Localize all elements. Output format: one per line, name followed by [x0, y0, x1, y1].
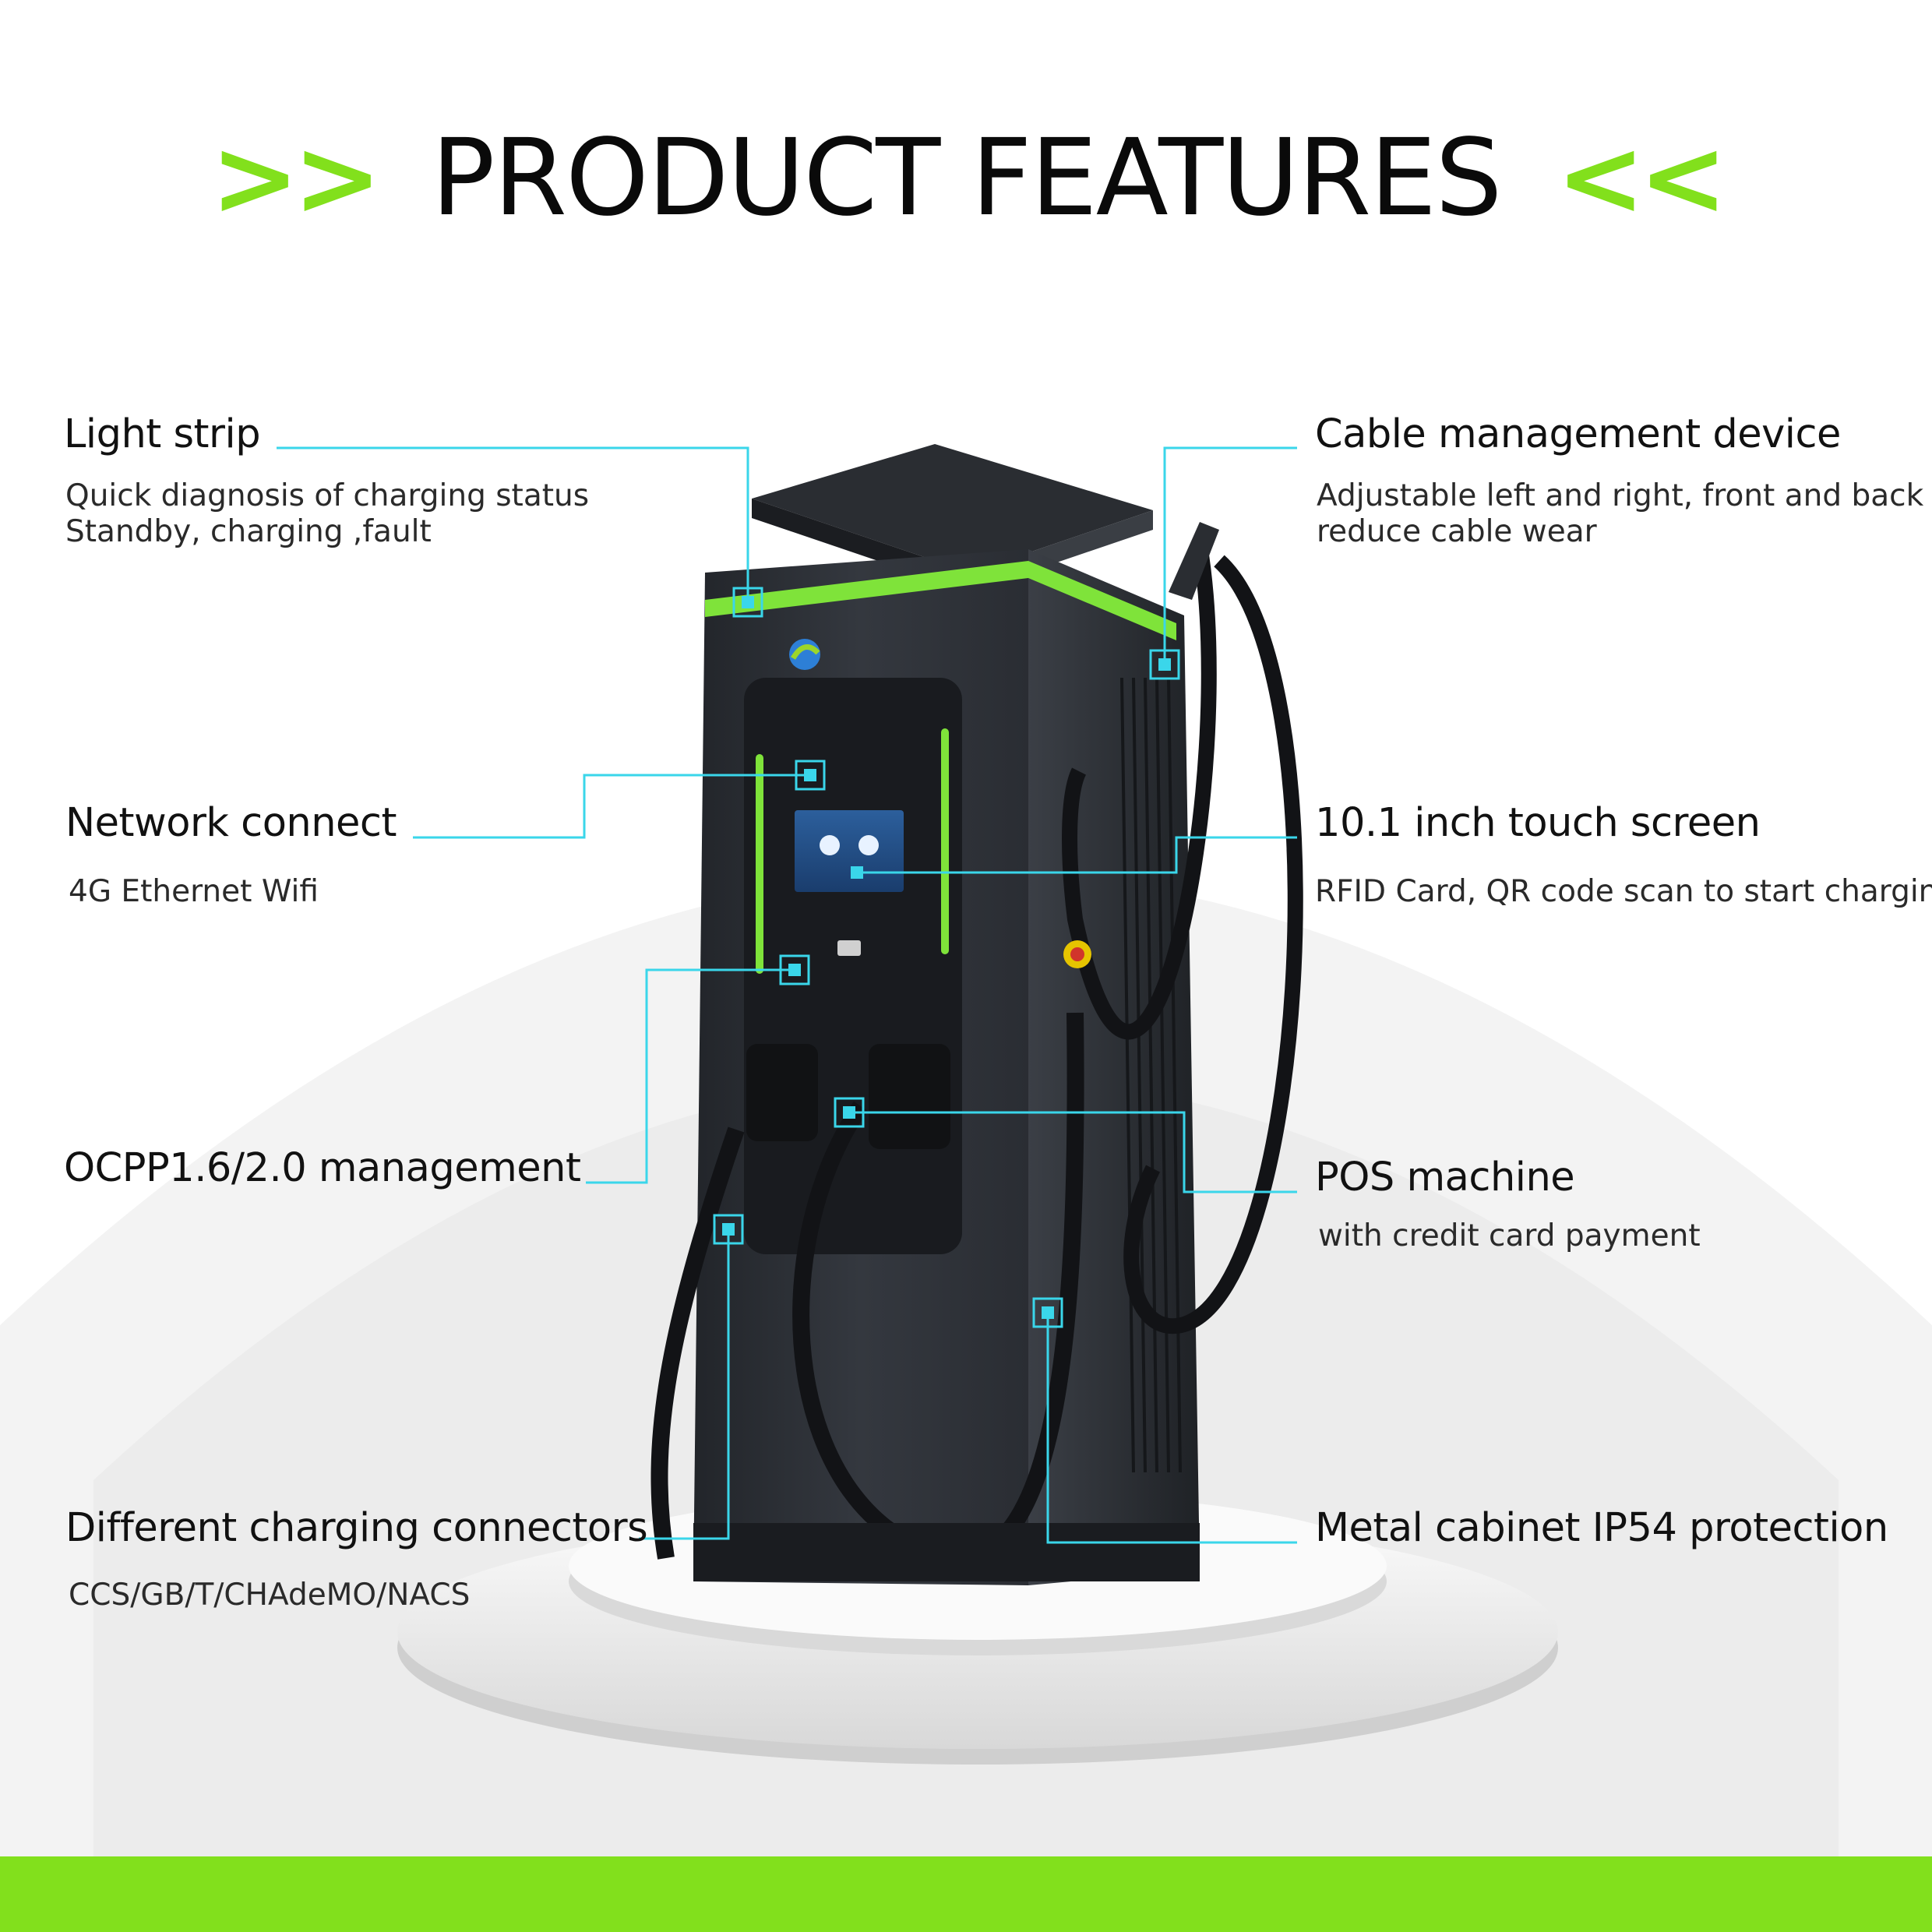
feature-title-network-connect: Network connect	[65, 800, 397, 846]
title-prefix-arrows: >>	[210, 117, 382, 240]
feature-title-touch-screen: 10.1 inch touch screen	[1315, 800, 1761, 846]
feature-title-ocpp: OCPP1.6/2.0 management	[64, 1145, 581, 1191]
title-suffix-arrows: <<	[1556, 117, 1728, 240]
feature-title-charging-connectors: Different charging connectors	[65, 1505, 648, 1551]
feature-title-cable-management: Cable management device	[1315, 411, 1841, 457]
feature-desc-network-connect: 4G Ethernet Wifi	[69, 874, 319, 909]
feature-desc-cable-management-1: Adjustable left and right, front and bac…	[1317, 478, 1932, 513]
title-text: PRODUCT FEATURES	[431, 117, 1502, 240]
feature-desc-light-strip-1: Quick diagnosis of charging status	[65, 478, 590, 513]
feature-desc-cable-management-2: reduce cable wear	[1317, 514, 1597, 549]
feature-title-metal-cabinet: Metal cabinet IP54 protection	[1315, 1505, 1888, 1551]
feature-title-light-strip: Light strip	[64, 411, 261, 457]
feature-desc-light-strip-2: Standby, charging ,fault	[65, 514, 432, 549]
feature-desc-touch-screen: RFID Card, QR code scan to start chargin…	[1315, 874, 1932, 909]
page-title: >> PRODUCT FEATURES <<	[0, 117, 1932, 240]
feature-desc-pos-machine: with credit card payment	[1318, 1218, 1701, 1253]
bottom-accent-bar	[0, 1856, 1932, 1932]
feature-desc-charging-connectors: CCS/GB/T/CHAdeMO/NACS	[69, 1578, 471, 1613]
feature-title-pos-machine: POS machine	[1315, 1155, 1575, 1200]
